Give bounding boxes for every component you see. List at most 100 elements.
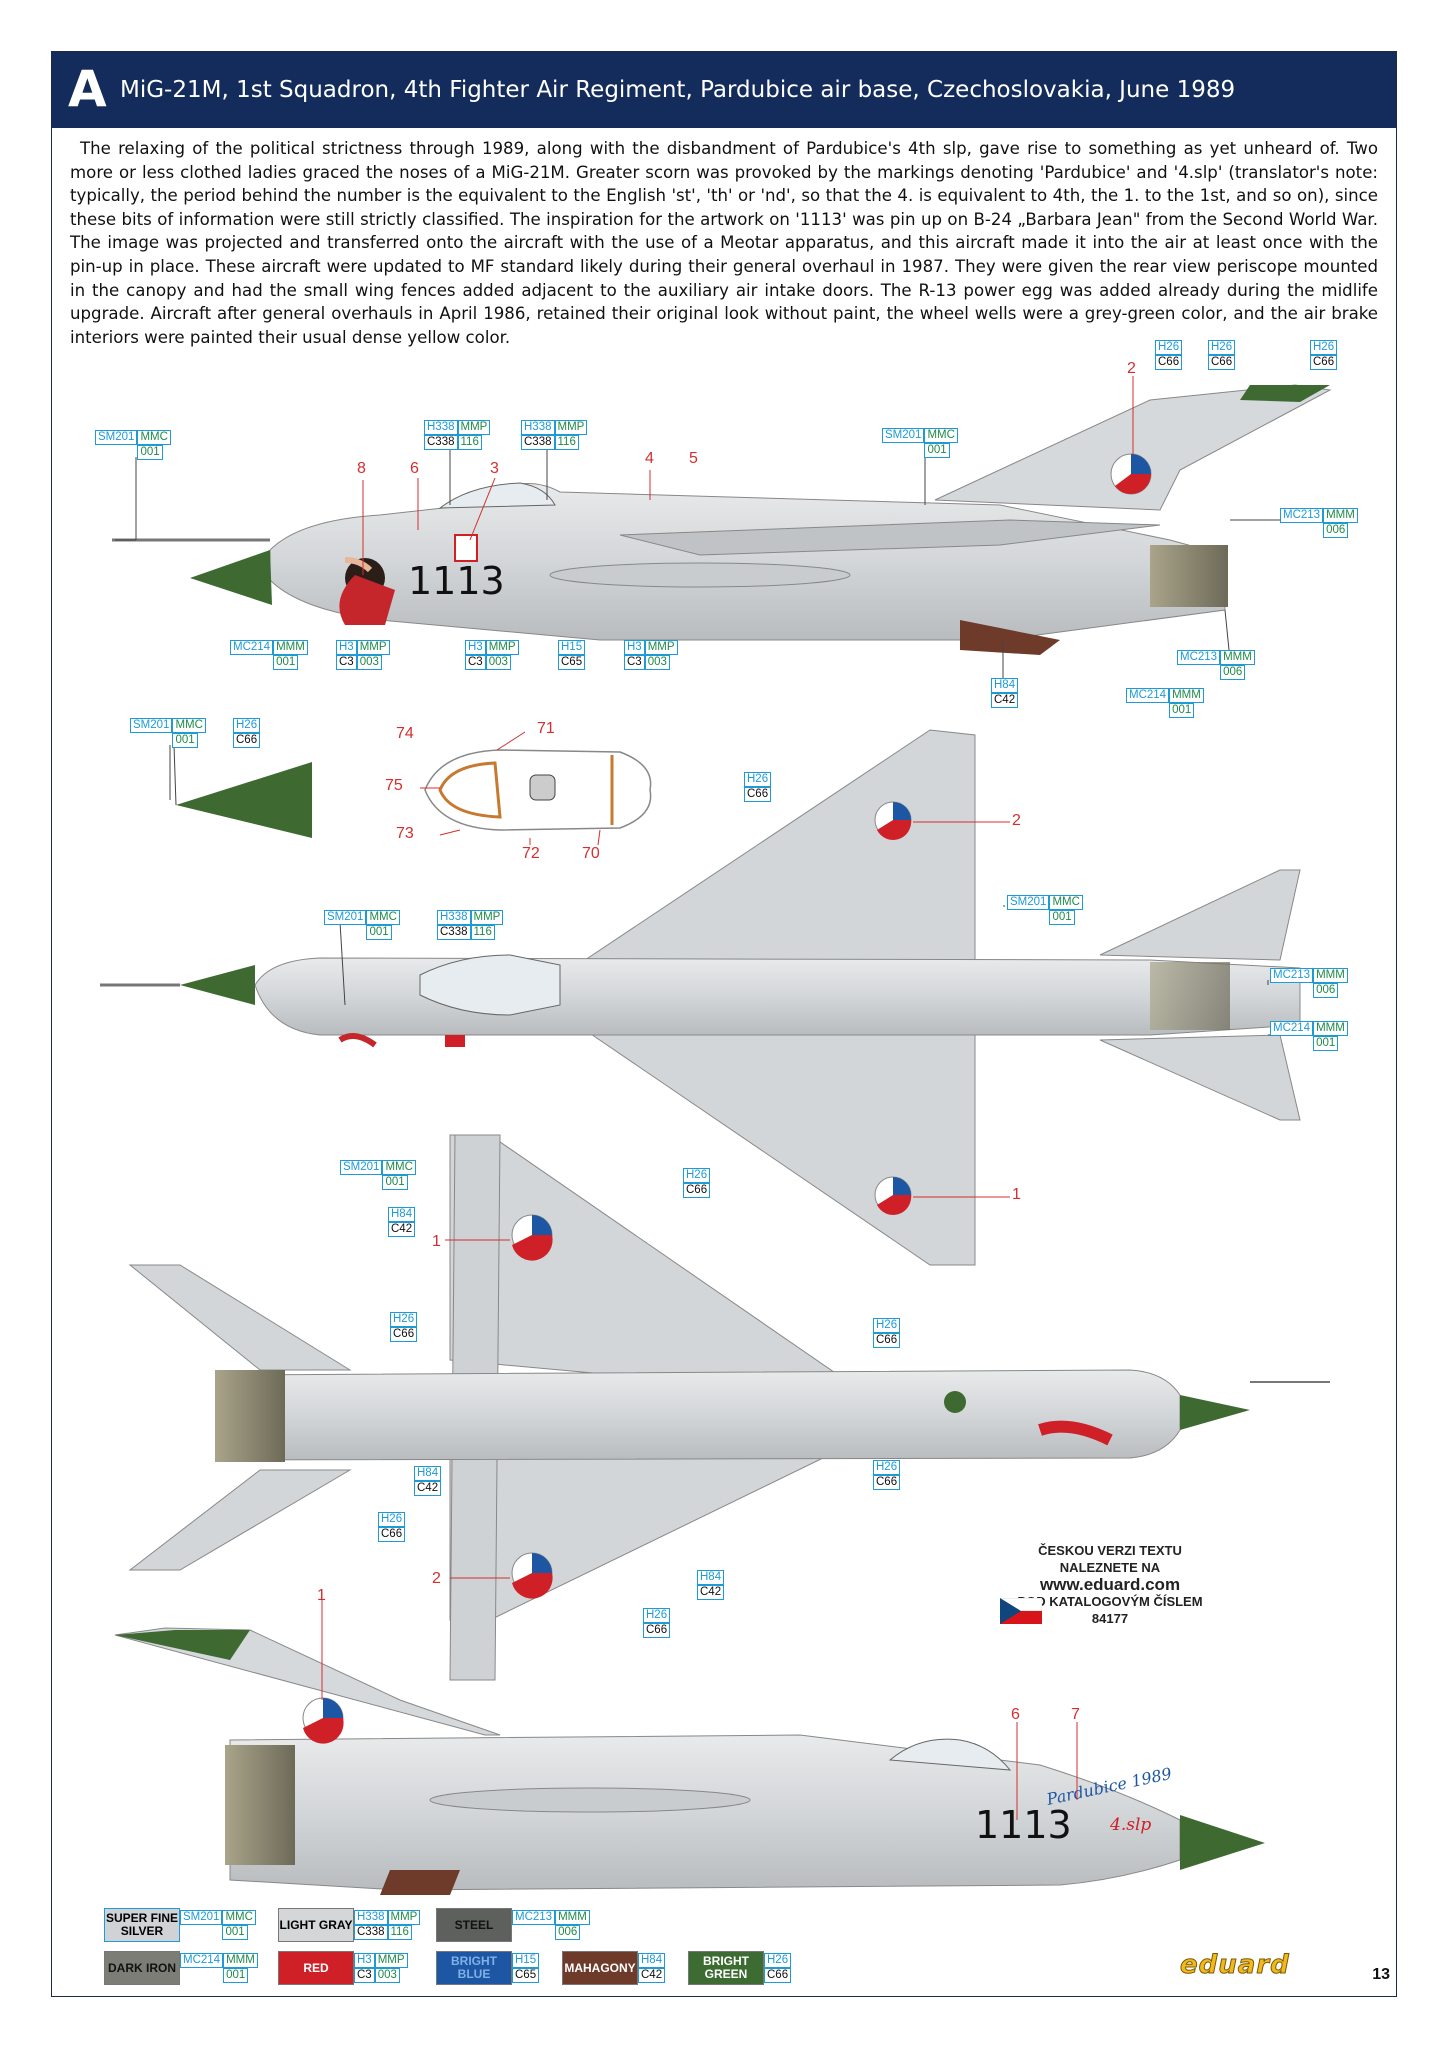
- code-h: H26: [744, 772, 772, 787]
- code-g2: 001: [382, 1175, 408, 1190]
- code-h: MC213: [1270, 968, 1314, 983]
- swatch-chip: DARK IRON: [104, 1951, 180, 1985]
- code-g2: 001: [222, 1925, 248, 1940]
- paint-label-h26-tail-c: H26 C66: [1310, 340, 1338, 370]
- code-g: MMC: [1049, 895, 1083, 910]
- canopy-callout-73: 73: [396, 825, 414, 842]
- code-g2: 006: [1313, 983, 1339, 998]
- code-g2: 003: [644, 655, 670, 670]
- code-g: MMC: [382, 1160, 416, 1175]
- code-h: H26: [643, 1608, 671, 1623]
- code-c: C3: [465, 655, 486, 670]
- code-h: H84: [388, 1207, 416, 1222]
- code-g: MMC: [137, 430, 171, 445]
- code-c: C338: [354, 1925, 388, 1940]
- code-g2: 001: [273, 655, 299, 670]
- page-number: 13: [1372, 1966, 1390, 1983]
- code-h: MC213: [1177, 650, 1221, 665]
- callout-8: 8: [357, 460, 366, 477]
- paint-label-bot-h84-b: H84 C42: [414, 1466, 442, 1496]
- side-view-left: [112, 384, 1332, 655]
- code-h: SM201: [130, 718, 173, 733]
- code-g2: 001: [1169, 703, 1195, 718]
- code-c: C338: [424, 435, 458, 450]
- code-g: MMM: [1169, 688, 1204, 703]
- code-c: C66: [873, 1475, 901, 1490]
- side-serial-right: 1113: [975, 1803, 1072, 1847]
- paint-label-bot-h84-c: H84 C42: [697, 1570, 725, 1600]
- scheme-letter: A: [68, 60, 107, 118]
- canopy-callout-71: 71: [537, 720, 555, 737]
- code-g2: 006: [1220, 665, 1246, 680]
- legend-bright-green: BRIGHT GREEN H26 C66: [688, 1951, 792, 1985]
- paint-label-bot-h26-c: H26 C66: [873, 1318, 901, 1348]
- code-h: H26: [1155, 340, 1183, 355]
- czech-flag-icon: [1000, 1598, 1042, 1624]
- right-callout-1: 1: [317, 1587, 326, 1604]
- czech-version-note: ČESKOU VERZI TEXTU NALEZNETE NA www.edua…: [1000, 1542, 1220, 1627]
- code-h: H3: [465, 640, 486, 655]
- code-g2: 006: [555, 1925, 581, 1940]
- bottom-callout-1: 1: [432, 1233, 441, 1250]
- code-h: SM201: [1007, 895, 1050, 910]
- code-h: SM201: [340, 1160, 383, 1175]
- swatch-chip: STEEL: [436, 1908, 512, 1942]
- nose-cone-detail: [173, 744, 312, 838]
- paint-label-top-h26: H26 C66: [744, 772, 772, 802]
- code-c: C66: [233, 733, 261, 748]
- code-h: H26: [683, 1168, 711, 1183]
- header-bar: A MiG-21M, 1st Squadron, 4th Fighter Air…: [52, 52, 1396, 128]
- code-h: SM201: [324, 910, 367, 925]
- czech-website-link[interactable]: www.eduard.com: [1039, 1575, 1181, 1594]
- code-h: H26: [378, 1512, 406, 1527]
- code-h: H338: [424, 420, 458, 435]
- top-view: [100, 729, 1301, 1266]
- callout-3: 3: [490, 460, 499, 477]
- code-g2: 001: [223, 1968, 249, 1983]
- side-serial-left: 1113: [408, 559, 505, 603]
- code-g2: 003: [374, 1968, 400, 1983]
- czech-line-1: ČESKOU VERZI TEXTU NALEZNETE NA: [1038, 1543, 1182, 1575]
- paint-label-h26-tail-a: H26 C66: [1155, 340, 1183, 370]
- code-h: H84: [991, 678, 1019, 693]
- swatch-chip: BRIGHT GREEN: [688, 1951, 764, 1985]
- code-c: C3: [624, 655, 645, 670]
- code-g: MMP: [470, 910, 504, 925]
- code-c: C66: [683, 1183, 711, 1198]
- code-c: C66: [1310, 355, 1338, 370]
- red-leader-lines: [321, 376, 1134, 1820]
- callout-2-side: 2: [1127, 360, 1136, 377]
- swatch-chip: BRIGHT BLUE: [436, 1951, 512, 1985]
- code-g: MMP: [374, 1953, 408, 1968]
- code-g2: 003: [485, 655, 511, 670]
- code-c: C3: [336, 655, 357, 670]
- code-h: H26: [390, 1312, 418, 1327]
- swatch-codes: H15 C65: [512, 1953, 540, 1983]
- paint-label-bot-h26-e: H26 C66: [378, 1512, 406, 1542]
- bottom-view: [128, 1134, 1330, 1681]
- code-c: C66: [764, 1968, 792, 1983]
- code-h: H3: [354, 1953, 375, 1968]
- swatch-chip: LIGHT GRAY: [278, 1908, 354, 1942]
- code-c: C338: [521, 435, 555, 450]
- code-g: MMP: [457, 420, 491, 435]
- code-h: H26: [233, 718, 261, 733]
- code-h: H84: [638, 1953, 666, 1968]
- code-g: MMM: [223, 1953, 258, 1968]
- scheme-title: MiG-21M, 1st Squadron, 4th Fighter Air R…: [120, 77, 1236, 103]
- eduard-logo: eduard: [1180, 1950, 1290, 1981]
- code-c: C42: [638, 1968, 666, 1983]
- canopy-detail: [424, 749, 652, 831]
- code-h: H3: [336, 640, 357, 655]
- code-h: H26: [873, 1318, 901, 1333]
- code-c: C65: [512, 1968, 540, 1983]
- czech-line-3: POD KATALOGOVÝM ČÍSLEM 84177: [1017, 1594, 1203, 1626]
- code-g2: 116: [387, 1925, 412, 1940]
